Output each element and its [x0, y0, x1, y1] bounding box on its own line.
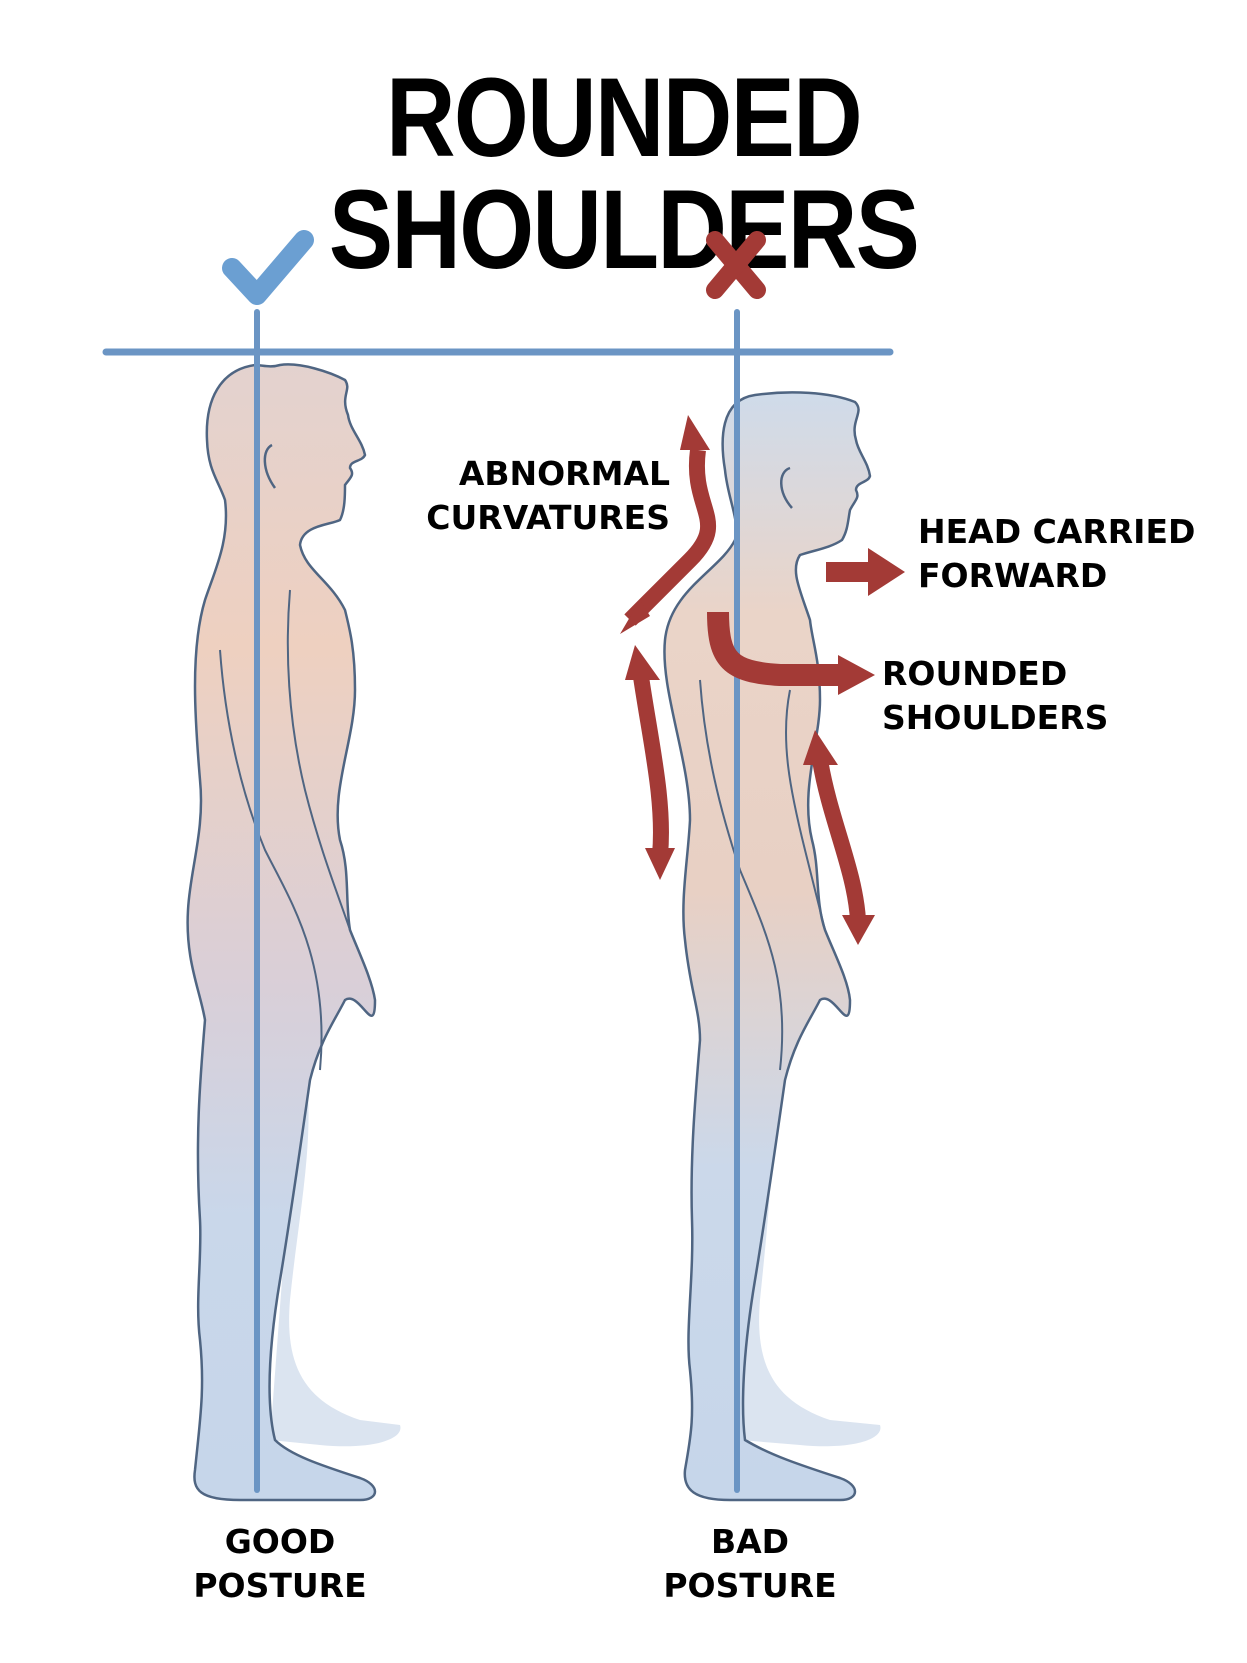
- page-title: ROUNDED SHOULDERS: [328, 55, 920, 292]
- bad-posture-caption: BAD POSTURE: [663, 1522, 837, 1605]
- arrow-abnormal-curvatures-icon: [620, 415, 875, 945]
- annotation-abnormal-curvatures: ABNORMAL CURVATURES: [426, 454, 670, 537]
- arrow-rounded-shoulders-icon: [707, 611, 875, 695]
- good-posture-figure: [186, 363, 401, 1502]
- bad-posture-figure: [663, 391, 881, 1502]
- annotation-rounded-shoulders: ROUNDED SHOULDERS: [882, 654, 1109, 737]
- check-icon: [222, 230, 314, 305]
- annotation-head-forward: HEAD CARRIED FORWARD: [918, 512, 1196, 595]
- cross-icon: [706, 231, 766, 299]
- arrow-head-forward-icon: [826, 548, 905, 596]
- good-posture-caption: GOOD POSTURE: [193, 1522, 367, 1605]
